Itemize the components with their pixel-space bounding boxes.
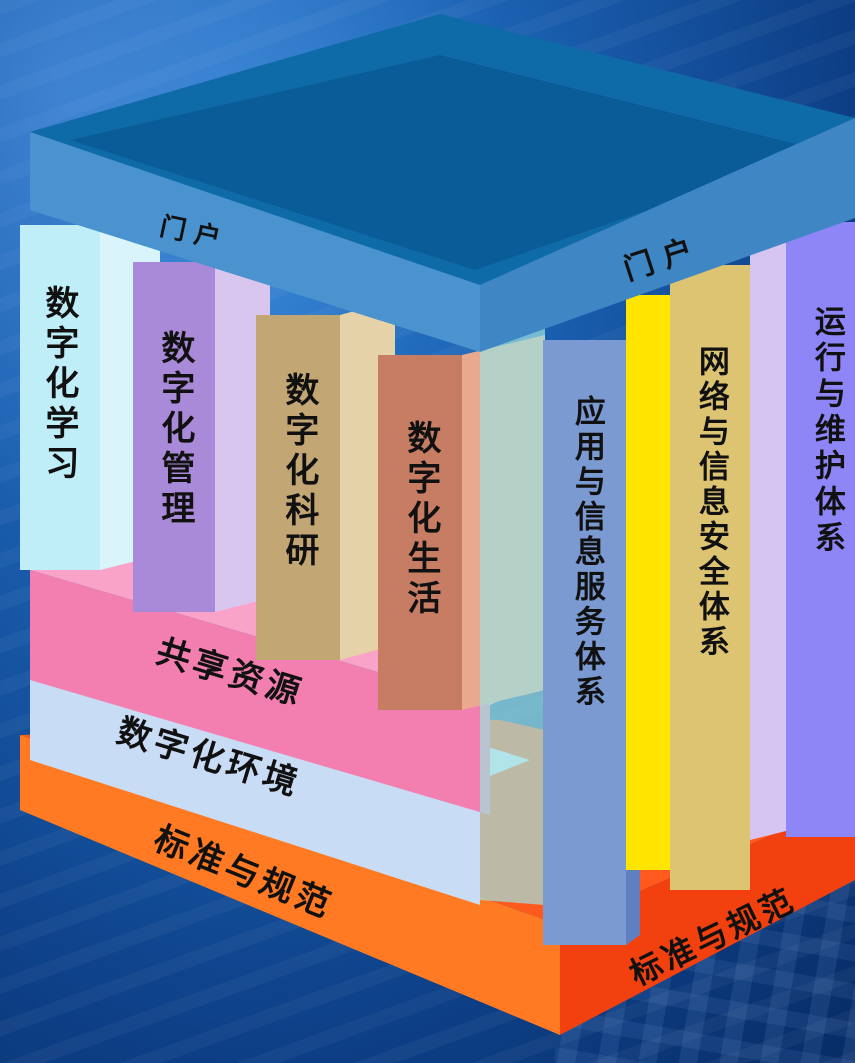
life-column-face <box>378 355 462 710</box>
management-column-face <box>133 262 215 612</box>
shared-layer-front <box>30 570 490 815</box>
research-label-text: 数字化科研 <box>278 372 319 572</box>
management-label: 数字化管理 <box>152 330 197 530</box>
network-security-label-text: 网络与信息安全体系 <box>692 345 729 660</box>
learning-column-face <box>20 225 100 570</box>
portal-slab-inner <box>70 55 820 270</box>
management-label-text: 数字化管理 <box>154 330 195 530</box>
operation-label-text: 运行与维护体系 <box>808 305 845 557</box>
yellow-column <box>626 295 672 870</box>
portal-slab-front-left <box>30 132 480 352</box>
operation-column-bg <box>750 240 790 840</box>
translucent-panel <box>480 320 545 905</box>
research-column-face <box>256 315 340 660</box>
network-security-label: 网络与信息安全体系 <box>690 345 731 660</box>
app-service-label: 应用与信息服务体系 <box>566 395 607 710</box>
operation-label: 运行与维护体系 <box>806 305 847 557</box>
app-service-label-text: 应用与信息服务体系 <box>568 395 605 710</box>
app-service-column-face <box>543 340 626 945</box>
learning-label: 数字化学习 <box>36 285 81 485</box>
learning-label-text: 数字化学习 <box>38 285 79 485</box>
standards-slab-left <box>20 735 560 1035</box>
portal-slab-front-right <box>480 118 855 352</box>
life-label-text: 数字化生活 <box>400 420 441 620</box>
standards-slab-right <box>560 800 855 1035</box>
research-label: 数字化科研 <box>276 372 321 572</box>
life-label: 数字化生活 <box>398 420 443 620</box>
network-security-column-face <box>670 265 750 890</box>
operation-column-face <box>786 222 855 837</box>
